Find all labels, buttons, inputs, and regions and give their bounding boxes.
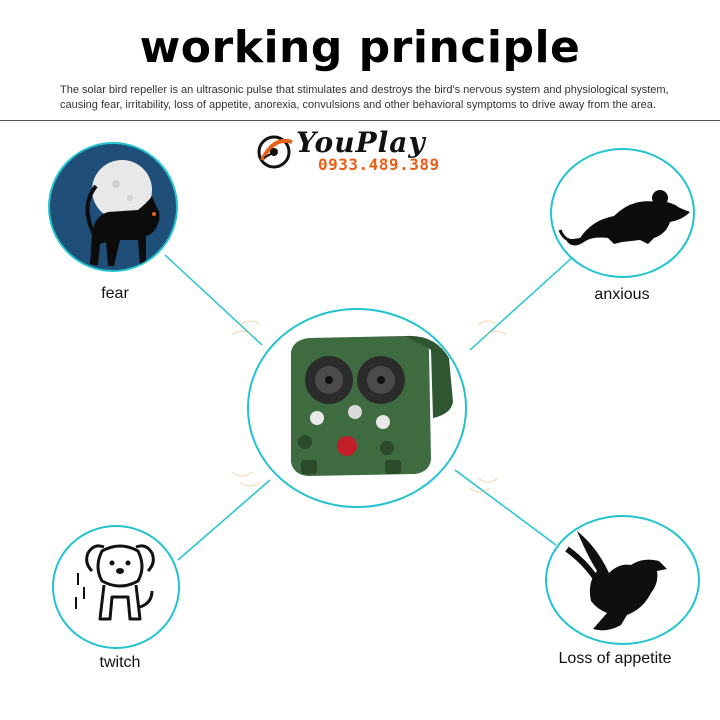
page-title: working principle (139, 22, 581, 73)
anxious-circle (550, 148, 695, 278)
device-circle (247, 308, 467, 508)
loss-of-appetite-circle (545, 515, 700, 645)
description-line-2: causing fear, irritability, loss of appe… (60, 99, 656, 111)
brand-name: YouPlay (296, 126, 426, 159)
loss-of-appetite-label: Loss of appetite (558, 650, 672, 667)
brand-phone: 0933.489.389 (318, 155, 440, 174)
dog-outline-icon (75, 544, 155, 621)
youplay-logo-icon (257, 135, 293, 169)
description: The solar bird repeller is an ultrasonic… (60, 83, 680, 113)
mouse-silhouette-icon (558, 190, 690, 246)
twitch-circle (52, 525, 180, 649)
fear-label: fear (101, 285, 129, 302)
anxious-label: anxious (594, 286, 650, 303)
description-line-1: The solar bird repeller is an ultrasonic… (60, 84, 669, 96)
bird-silhouette-icon (565, 531, 667, 631)
ultrasonic-repeller-device-icon (291, 335, 453, 476)
twitch-label: twitch (99, 654, 141, 671)
fear-circle (48, 142, 178, 272)
black-cat-under-moon-icon (85, 160, 160, 266)
header-divider (0, 120, 720, 121)
